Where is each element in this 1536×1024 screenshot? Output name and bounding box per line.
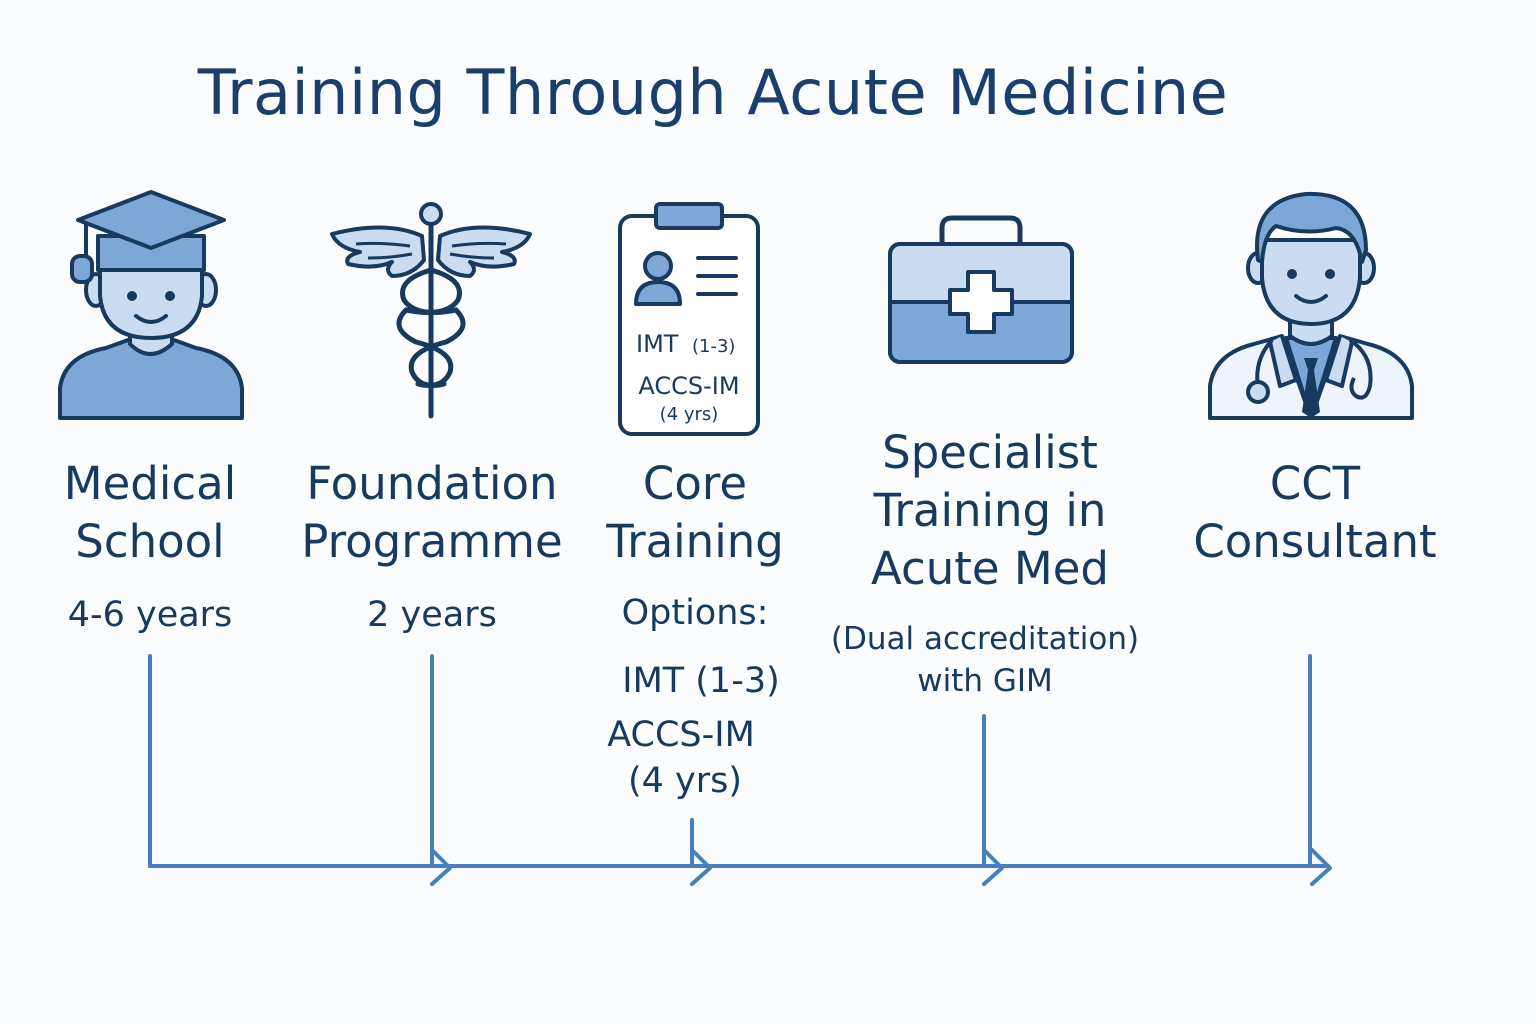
stage-core-training-option-accs-duration: (4 yrs) <box>627 761 743 801</box>
stage-medical-school-title: Medical School <box>40 455 260 571</box>
stage-foundation-title: Foundation Programme <box>292 455 572 571</box>
clipboard-text-accs: ACCS-IM <box>638 372 739 400</box>
stage-specialist-line3: Acute Med <box>871 542 1109 595</box>
timeline-arrow-specialist <box>982 848 1004 886</box>
stage-foundation-line2: Programme <box>301 515 563 568</box>
clipboard-text-imt: IMT <box>636 330 679 358</box>
caduceus-icon <box>330 202 532 419</box>
stage-foundation-duration: 2 years <box>367 595 497 635</box>
stage-specialist-line2: Training in <box>873 484 1107 537</box>
stage-specialist-note-line2: with GIM <box>917 663 1053 699</box>
stage-core-training-line1: Core <box>642 457 748 510</box>
timeline-arrow-consultant <box>1310 848 1332 886</box>
page-title: Training Through Acute Medicine <box>197 56 1229 129</box>
stage-consultant-line2: Consultant <box>1193 515 1437 568</box>
medical-kit-icon <box>888 215 1074 364</box>
clipboard-icon: IMT (1-3) ACCS-IM (4 yrs) <box>618 202 760 436</box>
clipboard-text-imt-years: (1-3) <box>692 336 735 357</box>
graduate-icon <box>58 190 244 420</box>
stage-consultant-line1: CCT <box>1269 457 1361 510</box>
timeline-arrow-foundation <box>430 848 452 886</box>
stage-medical-school-line2: School <box>75 515 225 568</box>
stage-core-training-option-imt: IMT (1-3) <box>622 661 780 701</box>
stage-specialist-note-line1: (Dual accreditation) <box>830 621 1140 657</box>
stage-foundation-line1: Foundation <box>306 457 558 510</box>
stage-medical-school-duration: 4-6 years <box>67 595 233 635</box>
stage-core-training-options-label: Options: <box>621 593 769 633</box>
timeline-arrow-core-training <box>690 848 712 886</box>
stage-core-training-title: Core Training <box>590 455 800 571</box>
stage-core-training-option-accs: ACCS-IM <box>607 715 755 755</box>
doctor-icon <box>1208 191 1414 420</box>
stage-medical-school-line1: Medical <box>63 457 237 510</box>
clipboard-text-accs-years: (4 yrs) <box>660 404 719 425</box>
stage-specialist-title: Specialist Training in Acute Med <box>850 424 1130 598</box>
stage-core-training-line2: Training <box>606 515 784 568</box>
stage-specialist-line1: Specialist <box>882 426 1098 479</box>
stage-consultant-title: CCT Consultant <box>1170 455 1460 571</box>
